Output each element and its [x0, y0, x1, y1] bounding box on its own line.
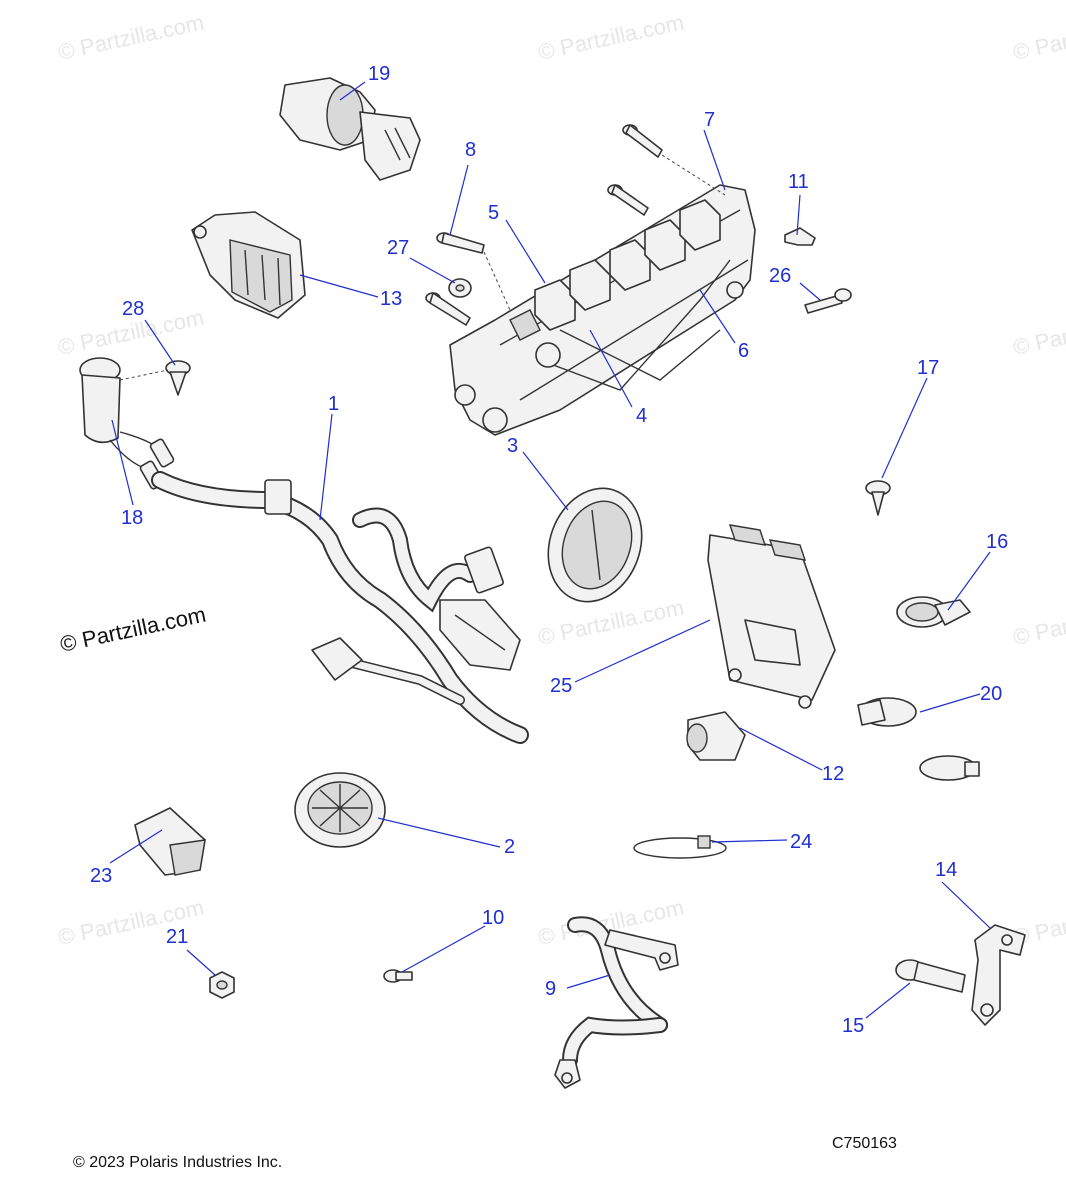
- copyright-text: © 2023 Polaris Industries Inc.: [73, 1154, 282, 1171]
- leader-lines: [109, 81, 991, 1019]
- part-19-ignition-switch: [279, 77, 421, 181]
- callout-4: 4: [636, 405, 647, 427]
- callout-27: 27: [387, 237, 409, 259]
- watermark: © Partzilla.com: [1011, 10, 1066, 65]
- part-25-control-module: [707, 524, 836, 709]
- part-23-relay: [134, 807, 206, 876]
- part-8-bolt: [436, 232, 485, 254]
- callout-3: 3: [507, 435, 518, 457]
- part-26-bolt: [804, 288, 852, 314]
- part-2-grommet: [294, 772, 386, 848]
- part-15-bolt: [895, 959, 966, 993]
- callout-10: 10: [482, 907, 504, 929]
- callout-26: 26: [769, 265, 791, 287]
- part-7-bolt: [607, 124, 726, 216]
- callout-23: 23: [90, 865, 112, 887]
- callout-15: 15: [842, 1015, 864, 1037]
- callout-16: 16: [986, 531, 1008, 553]
- watermark: © Partzilla.com: [536, 10, 686, 65]
- callout-14: 14: [935, 859, 957, 881]
- watermarks: © Partzilla.com © Partzilla.com © Partzi…: [56, 10, 1066, 950]
- callout-6: 6: [738, 340, 749, 362]
- watermark: © Partzilla.com: [1011, 595, 1066, 650]
- part-13-rocker-switch: [191, 211, 306, 319]
- callout-17: 17: [917, 357, 939, 379]
- part-27-nut: [448, 278, 472, 298]
- callout-19: 19: [368, 63, 390, 85]
- part-24-cable-tie: [633, 835, 727, 859]
- callout-18: 18: [121, 507, 143, 529]
- part-1-wire-harness: [151, 471, 529, 744]
- part-10-screw: [383, 969, 413, 983]
- part-21-nut: [209, 971, 235, 999]
- part-5-relays: [509, 199, 721, 341]
- callout-9: 9: [545, 978, 556, 1000]
- callout-labels: 19 7 8 11 5 27 26 13 28 6 17 1 4 3 18 16…: [90, 63, 1008, 1037]
- callout-5: 5: [488, 202, 499, 224]
- callout-24: 24: [790, 831, 812, 853]
- callout-11: 11: [788, 171, 809, 193]
- callout-25: 25: [550, 675, 572, 697]
- watermark: © Partzilla.com: [56, 10, 206, 65]
- callout-1: 1: [328, 393, 339, 415]
- part-14-bracket: [971, 924, 1026, 1026]
- callout-21: 21: [166, 926, 188, 948]
- part-12-sensor: [686, 711, 746, 761]
- callout-28: 28: [122, 298, 144, 320]
- bolt-lower: [425, 251, 511, 326]
- callout-7: 7: [704, 109, 715, 131]
- callout-12: 12: [822, 763, 844, 785]
- callout-20: 20: [980, 683, 1002, 705]
- part-9-ground-cable: [554, 916, 679, 1089]
- part-11-clip: [784, 227, 816, 246]
- diagram-code: C750163: [832, 1135, 897, 1152]
- callout-8: 8: [465, 139, 476, 161]
- callout-2: 2: [504, 836, 515, 858]
- part-18-fuse-holder: [79, 357, 175, 490]
- part-20-clamp: [857, 697, 980, 781]
- part-16-clamp: [896, 596, 971, 628]
- watermark: © Partzilla.com: [1011, 305, 1066, 360]
- callout-13: 13: [380, 288, 402, 310]
- part-28-screw: [119, 360, 191, 396]
- watermark-prominent: © Partzilla.com: [58, 602, 208, 657]
- part-17-push-rivet: [865, 480, 891, 516]
- part-3-grommet: [547, 487, 643, 603]
